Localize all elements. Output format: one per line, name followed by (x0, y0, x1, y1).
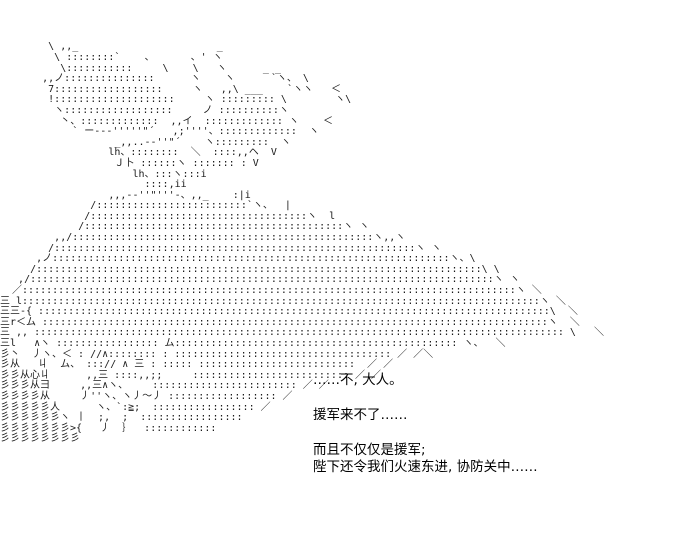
dialogue-line-1: ……不, 大人。 (313, 372, 403, 388)
dialogue-text-block: ……不, 大人。 援军来不了…… 而且不仅仅是援军; 陛下还令我们火速东进, 协… (313, 372, 663, 476)
dialogue-line-2: 援军来不了…… (313, 407, 408, 423)
dialogue-line-3: 而且不仅仅是援军; (313, 442, 426, 458)
ascii-art-figure: \ ,,_ _ \ ::::::::` 、 、' ヽ \::::::::::: … (0, 41, 604, 445)
dialogue-line-4: 陛下还令我们火速东进, 协防关中…… (313, 459, 538, 475)
